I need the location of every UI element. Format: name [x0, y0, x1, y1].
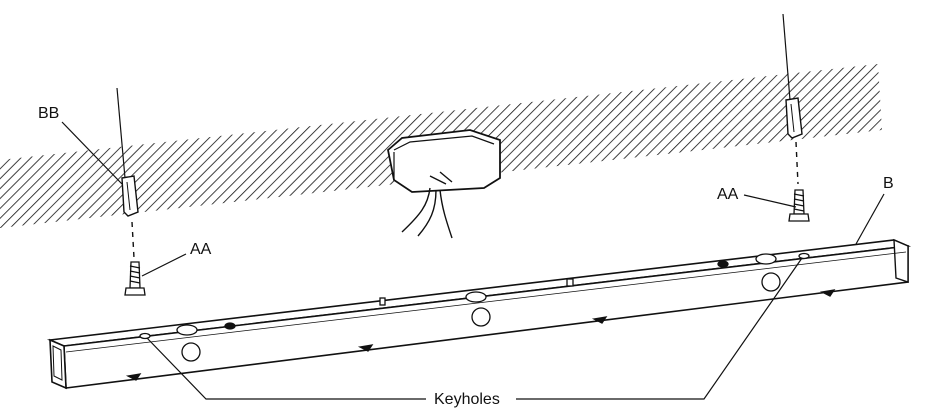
label-aa-left: AA — [190, 241, 212, 258]
label-keyholes: Keyholes — [434, 391, 500, 408]
bracket-holes — [125, 252, 836, 381]
screw-left — [124, 261, 146, 296]
wall-anchor-right — [782, 13, 803, 139]
wall-anchor-left — [116, 87, 139, 217]
label-b: B — [883, 175, 894, 192]
leader-lines — [61, 121, 885, 400]
alignment-lines — [131, 141, 799, 259]
wires — [401, 171, 453, 239]
junction-box — [387, 129, 501, 193]
label-bb: BB — [38, 105, 59, 122]
label-aa-right: AA — [717, 186, 739, 203]
